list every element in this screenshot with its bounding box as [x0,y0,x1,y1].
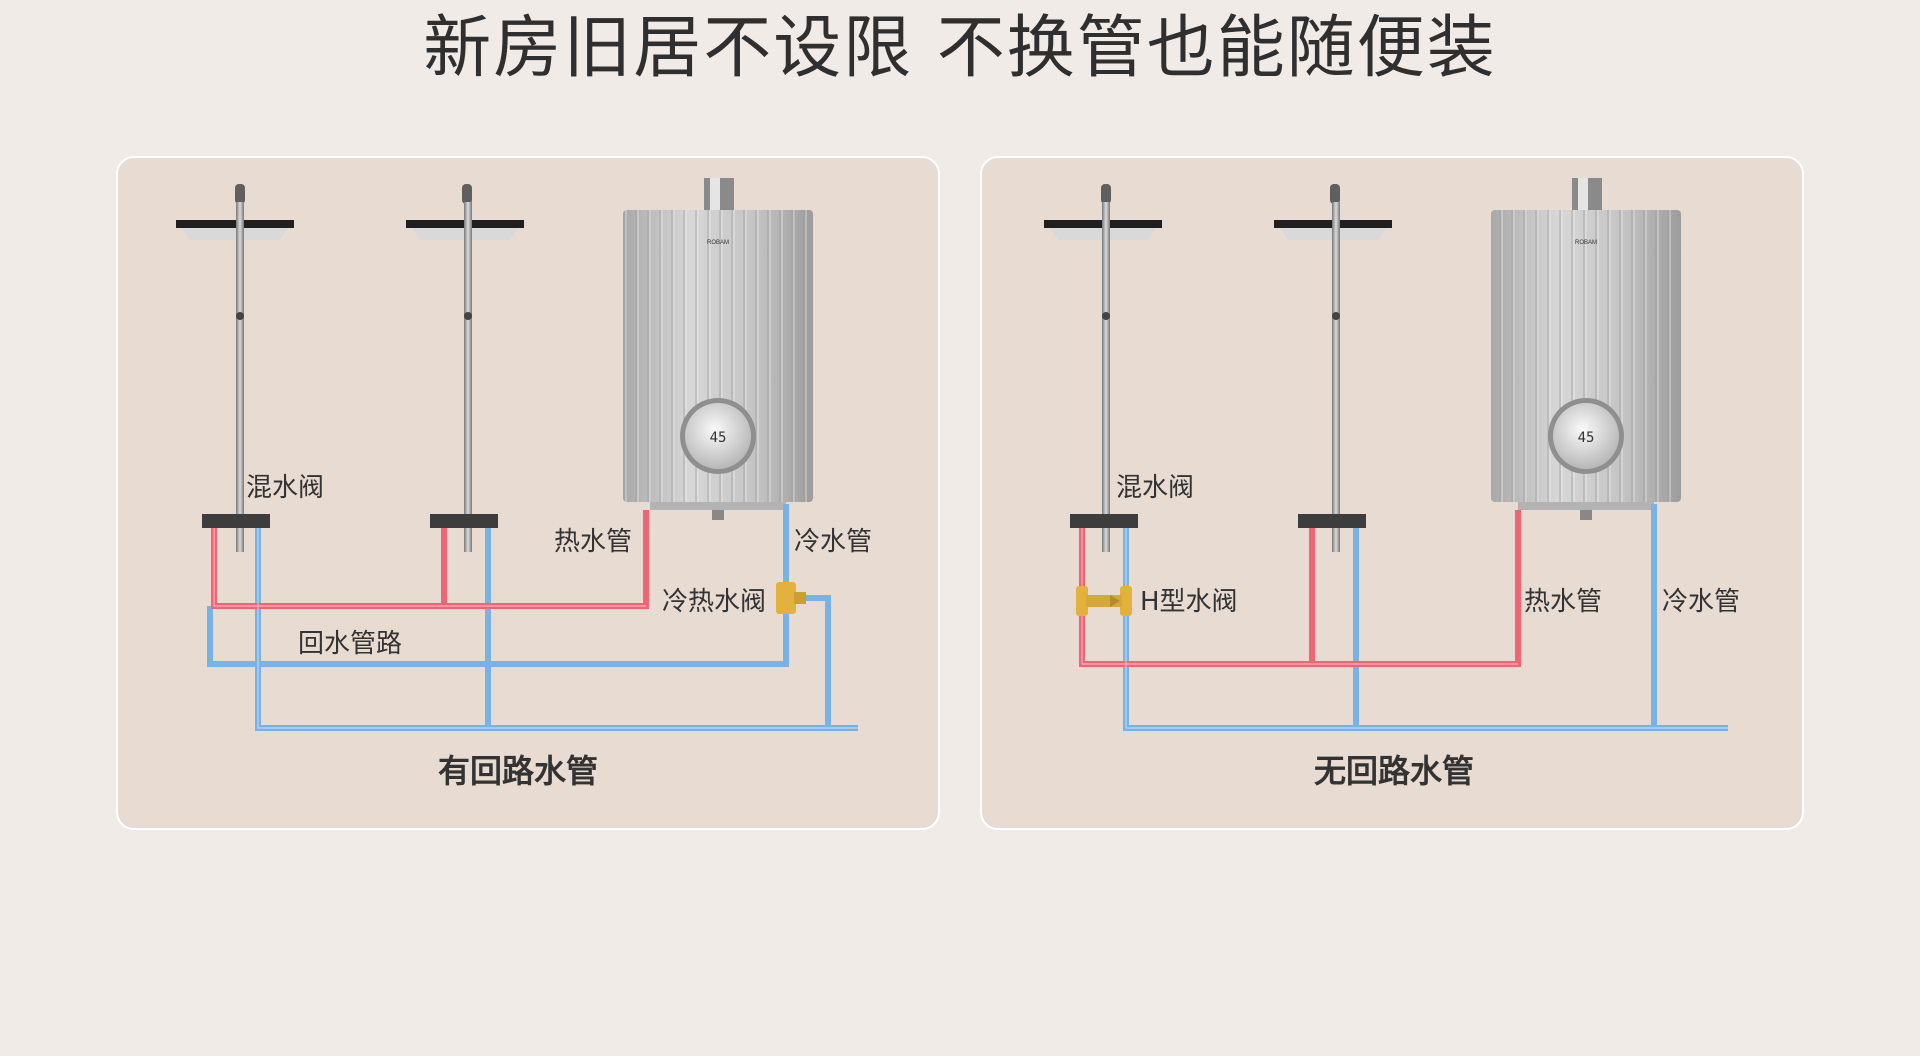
shower-head-2 [1274,184,1392,552]
panel-without-return-loop: ROBAM 45 混水阀 [980,156,1804,830]
water-heater: ROBAM 45 [623,178,813,520]
shower-head-2 [406,184,524,552]
mixing-valve-1 [202,514,270,528]
shower-head-1 [176,184,294,552]
diagram-with-return-loop: ROBAM 45 混水阀 [176,178,872,790]
shower-head-1 [1044,184,1162,552]
label-mixing-valve: 混水阀 [1116,473,1194,503]
mixing-valve-1 [1070,514,1138,528]
label-hot-pipe: 热水管 [1524,587,1602,617]
label-hot-pipe: 热水管 [554,527,632,557]
mixing-valve-2 [1298,514,1366,528]
heater-display-value: 45 [1578,430,1595,446]
mixing-valve-2 [430,514,498,528]
page-headline: 新房旧居不设限 不换管也能随便装 [423,9,1497,88]
diagram-without-return-loop: ROBAM 45 混水阀 [1044,178,1740,790]
label-cold-pipe: 冷水管 [1662,587,1740,617]
panel-title-with-return-loop: 有回路水管 [438,752,598,790]
label-mixing-valve: 混水阀 [246,473,324,503]
h-valve [1076,586,1132,616]
heater-display-value: 45 [710,430,727,446]
label-h-valve: H型水阀 [1140,587,1238,617]
heater-brand-logo: ROBAM [707,240,729,246]
label-cold-pipe: 冷水管 [794,527,872,557]
heater-brand-logo: ROBAM [1575,240,1597,246]
water-heater: ROBAM 45 [1491,178,1681,520]
panel-title-without-return-loop: 无回路水管 [1314,752,1474,790]
label-hot-cold-valve: 冷热水阀 [662,587,766,617]
panel-with-return-loop: ROBAM 45 混水阀 [116,156,940,830]
label-return-line: 回水管路 [298,629,402,659]
hot-cold-valve [776,582,806,614]
